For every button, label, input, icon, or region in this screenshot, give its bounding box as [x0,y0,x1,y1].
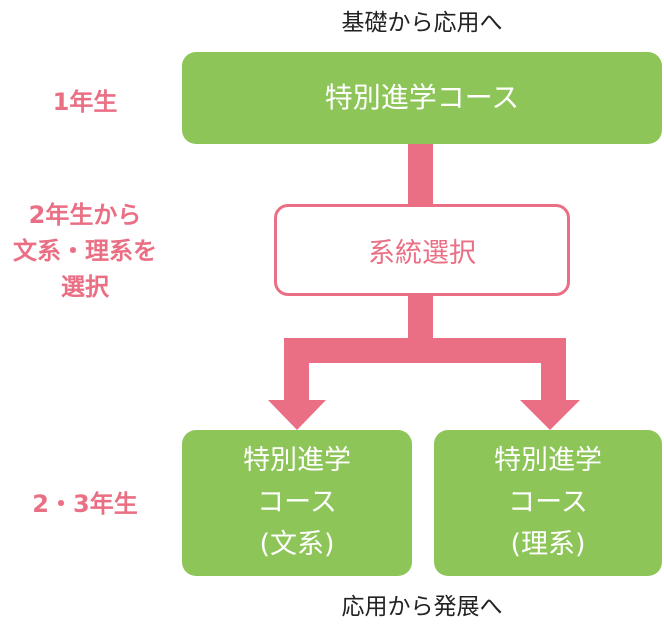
science-label-line: コース [508,487,588,518]
year2-label-line: 選択 [61,273,109,301]
bottom-caption: 応用から発展へ [341,594,503,620]
connector-mid [408,294,433,342]
selection-label: 系統選択 [368,237,476,269]
year2-label-line: 文系・理系を [13,237,157,265]
connector-left-stem [284,338,309,402]
science-label-line: (理系) [510,529,586,560]
humanities-label-line: (文系) [259,529,335,560]
science-course-box: 特別進学 コース (理系) [434,430,662,576]
arrow-head-left [268,400,326,430]
year23-label: 2・3年生 [32,490,138,518]
special-course-box: 特別進学コース [182,52,662,144]
selection-box: 系統選択 [274,204,570,296]
humanities-course-box: 特別進学 コース (文系) [182,430,412,576]
year2-label-line: 2年生から [28,201,142,229]
connector-top [408,144,433,206]
year2-label: 2年生から 文系・理系を 選択 [0,197,170,305]
humanities-label-line: コース [257,487,337,518]
science-label-line: 特別進学 [494,445,602,476]
year1-label: 1年生 [52,88,118,116]
top-caption: 基礎から応用へ [341,10,503,36]
special-course-label: 特別進学コース [324,81,520,114]
connector-branch [284,338,566,363]
arrow-head-right [520,400,580,430]
humanities-label-line: 特別進学 [243,445,351,476]
connector-right-stem [541,338,566,402]
